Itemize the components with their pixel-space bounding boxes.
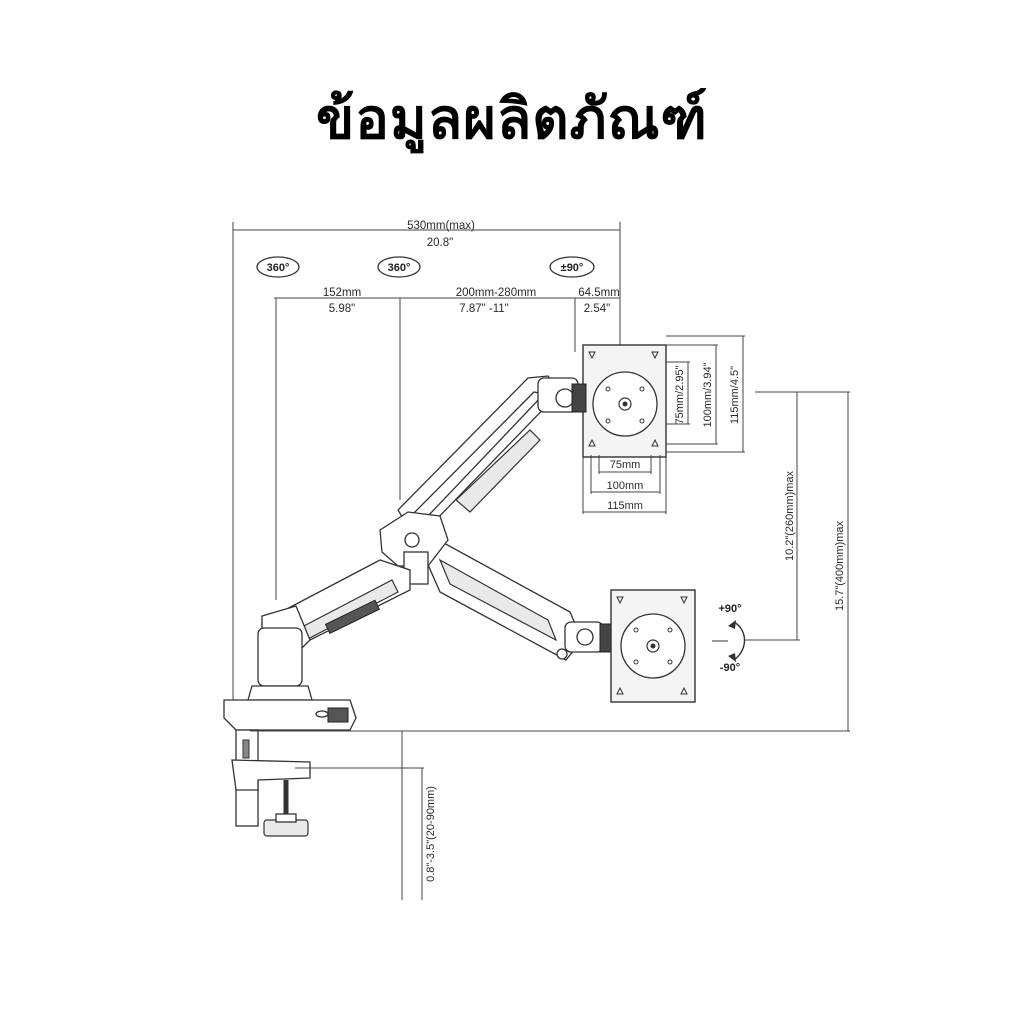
rotation-badge-elbow: 360° (377, 256, 421, 278)
segment-dimensions: 152mm 5.98" 200mm-280mm 7.87" -11" 64.5m… (274, 287, 620, 600)
vesa-100-width-label: 100mm (607, 480, 644, 492)
rotation-elbow-label: 360° (388, 262, 411, 274)
tilt-down-label: -90° (720, 662, 740, 674)
lower-arm-in-label: 5.98" (329, 303, 355, 315)
total-reach-dimension: 530mm(max) 20.8" (232, 220, 621, 700)
vesa-dimensions: 75mm/2.95" 100mm/3.94" 115mm/4.5" 75mm 1… (582, 335, 745, 514)
vesa-100-height-label: 100mm/3.94" (702, 362, 714, 427)
height-dimensions: 10.2"(260mm)max 15.7"(400mm)max (745, 391, 850, 731)
desk-line: 0.8"-3.5"(20-90mm) (250, 730, 850, 900)
base-column (223, 627, 357, 731)
upper-arm-in-label: 7.87" -11" (459, 303, 509, 315)
total-reach-in-label: 20.8" (427, 237, 453, 249)
upper-arm-mm-label: 200mm-280mm (456, 287, 537, 299)
rotation-head-label: ±90° (561, 262, 584, 274)
lower-arm-mm-label: 152mm (323, 287, 361, 299)
desk-clamp (231, 729, 311, 837)
total-reach-mm-label: 530mm(max) (407, 220, 475, 232)
vesa-115-width-label: 115mm (607, 500, 643, 512)
vesa-plate-lower (610, 589, 696, 703)
vesa-115-height-label: 115mm/4.5" (729, 366, 741, 424)
total-height-label: 15.7"(400mm)max (834, 520, 846, 611)
upper-arm-lowered (419, 528, 613, 661)
rotation-badge-head: ±90° (549, 256, 595, 278)
tilt-indicator: +90° -90° (712, 603, 746, 674)
vesa-75-height-label: 75mm/2.95" (674, 365, 686, 424)
head-in-label: 2.54" (584, 303, 610, 315)
upper-arm-raised (397, 375, 587, 549)
height-adjust-label: 10.2"(260mm)max (784, 470, 796, 561)
vesa-plate-upper (582, 344, 667, 458)
elbow-joint (379, 511, 449, 585)
vesa-75-width-label: 75mm (610, 459, 641, 471)
tilt-up-label: +90° (718, 603, 741, 615)
head-mm-label: 64.5mm (578, 287, 620, 299)
rotation-badge-base: 360° (256, 256, 300, 278)
clamp-range-label: 0.8"-3.5"(20-90mm) (425, 786, 437, 882)
rotation-base-label: 360° (267, 262, 290, 274)
page-title: ข้อมูลผลิตภัณฑ์ (316, 87, 708, 152)
